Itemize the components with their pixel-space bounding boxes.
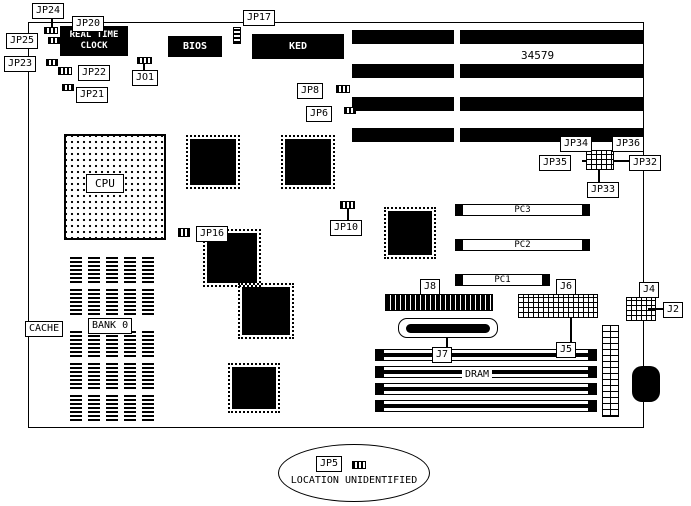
footnote-text: LOCATION UNIDENTIFIED [290,475,418,486]
jumper-jp10 [340,201,355,209]
leader-line-j5 [570,318,572,343]
label-jp24: JP24 [32,3,65,19]
label-jp23: JP23 [4,56,37,72]
label-jp20: JP20 [72,16,105,32]
qfp-chip-6 [228,363,280,413]
power-connector-strip [602,325,619,417]
isa-slot-4-left [352,128,454,142]
cache-bank-upper [70,257,156,315]
leader-line-jp32 [614,160,629,162]
label-j2: J2 [663,302,684,318]
qfp-chip-3 [384,207,436,259]
jumper-jp23 [46,59,58,66]
isa-slot-3-left [352,97,454,111]
label-jp17: JP17 [243,10,276,26]
bank0-label: BANK 0 [88,318,133,334]
qfp-chip-1 [186,135,240,189]
label-jp33: JP33 [587,182,620,198]
leader-line-jp33 [598,170,600,182]
cpu-label: CPU [86,174,124,193]
jumper-jp6 [344,107,356,114]
cpu-socket: CPU [64,134,166,240]
isa-slot-2-right [460,64,644,78]
qfp-chip-5 [238,283,294,339]
pci-slot-pc2: PC2 [455,239,590,251]
label-jp5: JP5 [316,456,343,472]
leader-line-jo1 [143,64,145,70]
jumper-jp8 [336,85,350,93]
qfp-chip-2 [281,135,335,189]
isa-slot-2-left [352,64,454,78]
footnote-ellipse [278,444,430,502]
label-jp16: JP16 [196,226,229,242]
label-j8: J8 [420,279,441,295]
label-jp36: JP36 [612,136,645,152]
jumper-jp25 [48,37,60,44]
label-jp8: JP8 [297,83,324,99]
pci-slot-pc1: PC1 [455,274,550,286]
leader-line-j2 [648,308,663,310]
simm-slot-4 [375,400,597,412]
jumper-jp22 [58,67,72,75]
leader-line-jp10 [347,209,349,220]
label-jp21: JP21 [76,87,109,103]
isa-slot-3-right [460,97,644,111]
label-jp34: JP34 [560,136,593,152]
label-j4: J4 [639,282,660,298]
jumper-jp16 [178,228,190,237]
pci-slot-pc3-label: PC3 [514,205,531,215]
dram-label: DRAM [462,369,493,380]
leader-line-j7 [446,338,448,348]
simm-slot-3 [375,383,597,395]
din-connector [632,366,660,402]
j8-header [385,294,493,311]
jumper-jo1 [137,57,152,64]
leader-line-jp35 [582,160,586,162]
j7-connector-inner [405,323,491,333]
jumper-jp21 [62,84,74,91]
isa-slot-1-right [460,30,644,44]
label-jp6: JP6 [306,106,333,122]
ked-chip: KED [252,34,344,59]
label-jp25: JP25 [6,33,39,49]
label-j5: J5 [556,342,577,358]
bios-chip: BIOS [168,36,222,57]
jumper-jp24 [44,27,58,34]
j6-header [518,294,598,318]
pci-slot-pc1-label: PC1 [494,275,511,285]
isa-slot-1-left [352,30,454,44]
label-jp35: JP35 [539,155,572,171]
jumper-block-jp32-36 [586,150,614,170]
j7-connector [398,318,498,338]
label-jp10: JP10 [330,220,363,236]
label-jo1: JO1 [132,70,159,86]
jumper-jp17 [233,27,241,44]
isa-slot-4-right [460,128,644,142]
pci-slot-pc3: PC3 [455,204,590,216]
cache-bank-lower [70,331,156,421]
label-jp22: JP22 [78,65,111,81]
label-jp32: JP32 [629,155,662,171]
simm-slot-1 [375,349,597,361]
j4-header [626,297,656,321]
leader-line-jp24 [51,19,53,27]
label-j6: J6 [556,279,577,295]
board-part-number: 34579 [521,49,555,62]
label-j7: J7 [432,347,453,363]
label-cache: CACHE [25,321,64,337]
pci-slot-pc2-label: PC2 [514,240,531,250]
jumper-jp5 [352,461,366,469]
rtc-chip: REAL TIME CLOCK [60,26,128,56]
